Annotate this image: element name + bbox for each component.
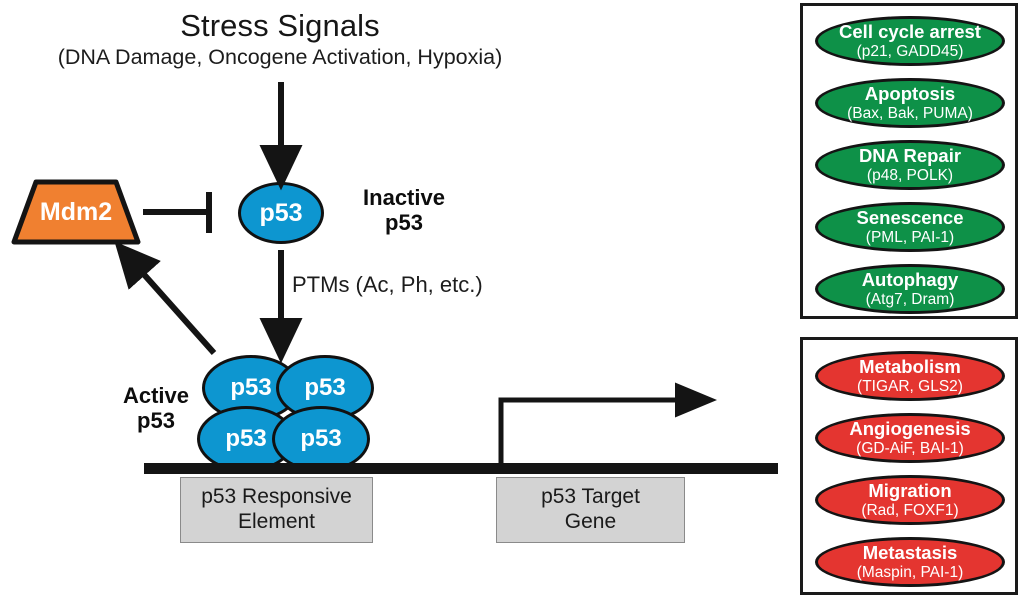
ptm-label: PTMs (Ac, Ph, etc.) [292,272,483,297]
outcome-name: Angiogenesis [849,418,971,439]
outcome-genes: (GD-AiF, BAI-1) [856,439,964,457]
outcome-name: Apoptosis [864,83,956,104]
outcome-genes: (Atg7, Dram) [865,290,955,308]
outcome-angiogenesis[interactable]: Angiogenesis(GD-AiF, BAI-1) [815,413,1005,463]
inactive-p53-node[interactable]: p53 [238,182,324,244]
other-outcomes-panel: Metabolism(TIGAR, GLS2) Angiogenesis(GD-A… [800,337,1018,595]
outcome-metastasis[interactable]: Metastasis(Maspin, PAI-1) [815,537,1005,587]
tumor-suppressive-outcomes-panel: Cell cycle arrest(p21, GADD45)Apoptosis(… [800,3,1018,319]
outcome-genes: (p21, GADD45) [856,42,964,60]
outcome-name: Metastasis [862,542,958,563]
outcome-name: Migration [868,480,952,501]
p53-target-gene-box[interactable]: p53 Target Gene [496,477,685,543]
outcome-name: Autophagy [861,269,959,290]
outcome-apoptosis[interactable]: Apoptosis(Bax, Bak, PUMA) [815,78,1005,128]
stress-signals-title: Stress Signals [180,8,380,43]
outcome-name: Senescence [856,207,964,228]
outcome-name: Cell cycle arrest [839,21,981,42]
outcome-genes: (TIGAR, GLS2) [857,377,963,395]
mdm2-node[interactable] [10,178,142,246]
outcome-genes: (p48, POLK) [866,166,954,184]
outcome-genes: (PML, PAI-1) [865,228,955,246]
outcome-metabolism[interactable]: Metabolism(TIGAR, GLS2) [815,351,1005,401]
inhibition-mdm2-to-p53 [143,192,212,233]
outcome-dna-repair[interactable]: DNA Repair(p48, POLK) [815,140,1005,190]
arrow-feedback-to-mdm2 [114,241,217,355]
outcome-genes: (Rad, FOXF1) [861,501,959,519]
outcome-genes: (Bax, Bak, PUMA) [847,104,973,122]
outcome-senescence[interactable]: Senescence(PML, PAI-1) [815,202,1005,252]
outcome-autophagy[interactable]: Autophagy(Atg7, Dram) [815,264,1005,314]
dna-strand [144,463,778,474]
outcome-genes: (Maspin, PAI-1) [856,563,964,581]
arrow-transcription-start [498,382,717,464]
outcome-name: DNA Repair [858,145,962,166]
p53-responsive-element-box[interactable]: p53 Responsive Element [180,477,373,543]
outcome-cell-cycle-arrest[interactable]: Cell cycle arrest(p21, GADD45) [815,16,1005,66]
inactive-p53-caption: Inactive p53 [363,185,445,236]
active-p53-caption: Active p53 [122,383,190,434]
stress-signals-subtitle: (DNA Damage, Oncogene Activation, Hypoxi… [57,45,503,69]
outcome-name: Metabolism [859,356,961,377]
outcome-migration[interactable]: Migration(Rad, FOXF1) [815,475,1005,525]
